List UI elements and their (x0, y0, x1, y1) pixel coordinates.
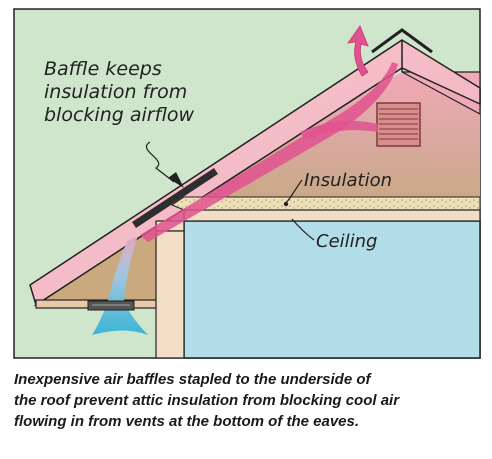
baffle-pointer (145, 141, 175, 183)
ceiling-label: Ceiling (316, 231, 377, 252)
exhaust-arrow (347, 25, 369, 77)
gable-airflow (300, 120, 378, 140)
insulation-leader-dot (283, 201, 289, 207)
caption-line-1: Inexpensive air baffles stapled to the u… (14, 371, 371, 388)
figure-caption: Inexpensive air baffles stapled to the u… (14, 369, 484, 432)
baffle-note-line-2: insulation from (44, 81, 187, 103)
ridge-vent-cap (371, 28, 433, 54)
ceiling-joist (183, 209, 481, 222)
interior-wall (183, 220, 481, 359)
soffit-vent (87, 300, 135, 311)
baffle-note-line-1: Baffle keeps (44, 58, 162, 80)
wall-stud (155, 230, 185, 359)
baffle-pointer-arrowhead (168, 172, 184, 188)
caption-line-3: flowing in from vents at the bottom of t… (14, 413, 360, 430)
insulation-leader (285, 179, 303, 204)
warm-airflow-path (140, 62, 398, 242)
gable-vent-slats (379, 108, 418, 140)
insulation-layer (170, 196, 481, 211)
ceiling-leader (291, 218, 315, 241)
air-baffle (132, 168, 218, 228)
baffle-note-line-3: blocking airflow (44, 104, 194, 126)
insulation-label: Insulation (304, 170, 392, 191)
caption-line-2: the roof prevent attic insulation from b… (14, 392, 400, 409)
